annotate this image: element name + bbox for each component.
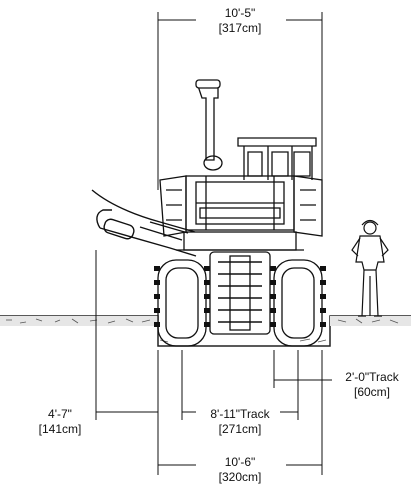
ground	[0, 315, 411, 347]
right-track	[270, 259, 326, 347]
side-offset-imperial: 4'-7"	[48, 407, 72, 421]
track-gauge-metric: [271cm]	[219, 422, 262, 436]
side-offset-metric: [141cm]	[39, 422, 82, 436]
operator-cab-icon	[237, 137, 317, 180]
left-track	[154, 259, 210, 347]
track-width-metric: [60cm]	[354, 385, 390, 399]
dimension-lines	[95, 12, 332, 475]
overall-width-imperial: 10'-5"	[225, 6, 256, 20]
conveyor-boom	[91, 189, 197, 257]
track-outside-width-imperial: 10'-6"	[225, 455, 256, 469]
track-gauge-imperial: 8'-11"Track	[210, 407, 270, 421]
trencher-machine	[159, 79, 323, 335]
overall-width-metric: [317cm]	[219, 21, 262, 35]
track-outside-width-metric: [320cm]	[219, 470, 262, 484]
exhaust-stack-icon	[195, 79, 223, 171]
person-scale-icon	[351, 219, 389, 317]
track-width-imperial: 2'-0"Track	[345, 370, 399, 384]
